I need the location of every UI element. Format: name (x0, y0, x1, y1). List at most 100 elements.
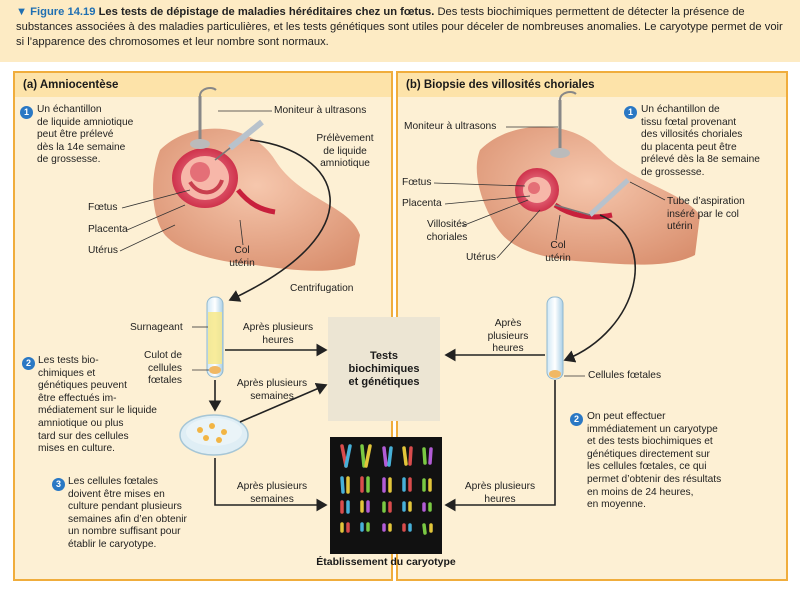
panel-b-title: (b) Biopsie des villosités choriales (398, 73, 786, 97)
panel-b-apres-line3: heures (492, 343, 524, 355)
panel-a-step2-line: Les tests bio- (38, 355, 99, 366)
panel-a-col-label: Col utérin (222, 245, 262, 270)
panel-a-step2-badge: 2 (22, 357, 35, 370)
panel-a-prelevement-line1: Prélèvement (316, 133, 374, 144)
panel-a-step2-line: être effectués im- (38, 392, 117, 404)
panel-a-step2-line: mises en culture. (38, 443, 116, 455)
chromosome-spread (340, 444, 433, 535)
panel-b-step2-line: et des tests biochimiques et (587, 436, 713, 448)
panel-a-step1-line3: peut être prélevé (37, 129, 114, 141)
panel-b-col-line1: Col (550, 240, 566, 251)
panel-a-step3-line: Les cellules fœtales (68, 476, 159, 487)
panel-a-step3-line: établir le caryotype. (68, 538, 157, 550)
panel-a-culot-line2: cellules (148, 362, 182, 374)
panel-a-apres-heures-line2: heures (262, 334, 294, 346)
panel-b-step1-badge: 1 (624, 106, 637, 119)
syringe-a (214, 119, 264, 161)
panel-b-tube-line3: utérin (667, 221, 693, 233)
panel-a-col-line1: Col (234, 245, 250, 256)
panel-b-cellules-label: Cellules fœtales (588, 370, 662, 381)
panel-b-apres-label: Après plusieurs heures (478, 318, 538, 356)
test-tube-a (206, 296, 224, 378)
panel-a-prelevement-line2: de liquide (323, 145, 367, 157)
panel-a-apres-semaines: Après plusieurs semaines (232, 378, 312, 403)
panel-b-step2-line: en moins de 24 heures, (587, 486, 694, 498)
panel-a-step2-line: génétiques peuvent (38, 380, 127, 392)
panel-b-step1-line: tissu fœtal provenant (641, 116, 737, 128)
panel-b-col-line2: utérin (545, 252, 571, 264)
panel-a-step2-line: tard sur des cellules (38, 430, 129, 442)
panel-a-apres-heures-line1: Après plusieurs (242, 322, 314, 333)
panel-b-step2-line: On peut effectuer (587, 411, 666, 422)
tests-label-l3: et génétiques (348, 375, 420, 388)
panel-a-step1-line4: dès la 14e semaine (37, 141, 126, 153)
panel-b-step2-line: immédiatement un caryotype (587, 423, 718, 435)
panel-a-step3-line: doivent être mises en (68, 488, 165, 500)
panel-a-uterus-label: Utérus (88, 245, 119, 256)
panel-b-step1-line: Un échantillon de (641, 104, 720, 115)
panel-a-leaders (119, 110, 272, 371)
panel-a-step3-line: culture pendant plusieurs (68, 501, 182, 513)
panel-b-step1-line: des villosités choriales (641, 129, 743, 141)
panel-a-apres-heures: Après plusieurs heures (238, 322, 318, 347)
panel-b-step1-text: Un échantillon de tissu fœtal provenant … (641, 104, 781, 180)
panel-a-moniteur-label: Moniteur à ultrasons (274, 105, 367, 116)
panel-a-col-line2: utérin (229, 257, 255, 269)
panel-a-step3-text: Les cellules fœtales doivent être mises … (68, 476, 218, 552)
panel-a-step2-text: Les tests bio- chimiques et génétiques p… (38, 355, 168, 456)
panel-a-step3-line: semaines afin d’en obtenir (68, 513, 187, 525)
figure-body: Des tests biochimiques permettent de dét… (16, 6, 783, 48)
panel-a-step3-badge: 3 (52, 478, 65, 491)
panel-a-step2-line: médiatement sur le liquide (38, 405, 157, 417)
amnio-body-illustration (153, 87, 360, 271)
panel-a-prelevement-label: Prélèvement de liquide amniotique (305, 133, 385, 171)
petri-dish (179, 414, 249, 456)
panel-a-step3-line: un nombre suffisant pour (68, 526, 181, 538)
panel-b-tube-line1: Tube d’aspiration (667, 196, 745, 207)
tests-label-l1: Tests (370, 349, 398, 362)
panel-b-apres-line1: Après (494, 318, 522, 329)
panel-a-placenta-label: Placenta (88, 224, 128, 235)
panel-a-apres-semaines2-line1: Après plusieurs (236, 481, 308, 492)
panel-b-step1-line: de grossesse. (641, 166, 705, 178)
tests-label-l2: biochimiques (348, 362, 420, 375)
figure-label: ▼ Figure 14.19 (16, 6, 96, 18)
panel-b-villosites-line2: choriales (426, 231, 468, 243)
panel-a-centrifugation-label: Centrifugation (290, 283, 354, 294)
panel-b-step2-badge: 2 (570, 413, 583, 426)
panel-a-culot-line1: Culot de (144, 350, 182, 361)
panel-a-step1-line2: de liquide amniotique (37, 116, 134, 128)
panel-b-step2-line: en moyenne. (587, 499, 646, 511)
panel-a-step1-text: Un échantillon de liquide amniotique peu… (37, 104, 133, 167)
tests-box: Tests biochimiques et génétiques (328, 317, 440, 421)
panel-b-apres-line2: plusieurs (487, 330, 529, 342)
panel-a-step2-line: amniotique ou plus (38, 417, 124, 429)
panel-a-surnageant-label: Surnageant (130, 322, 183, 333)
panel-a-apres-semaines-line2: semaines (250, 390, 294, 402)
panel-a-step1-badge: 1 (20, 106, 33, 119)
panel-b-step1-line: prélevé dès la 8e semaine (641, 154, 760, 166)
panel-a-title: (a) Amniocentèse (15, 73, 391, 97)
panel-a-culot-line3: fœtales (148, 375, 182, 387)
panel-b-foetus-label: Fœtus (402, 177, 432, 188)
panel-a-apres-semaines-2: Après plusieurs semaines (232, 481, 312, 506)
figure-caption: ▼ Figure 14.19 Les tests de dépistage de… (0, 0, 800, 62)
panel-b-uterus-label: Utérus (466, 252, 497, 263)
karyotype-caption: Établissement du caryotype (316, 556, 456, 568)
panel-b-step2-line: les cellules fœtales, ce qui (587, 461, 707, 473)
panel-a-apres-semaines-line1: Après plusieurs (236, 378, 308, 389)
panel-a-foetus-label: Fœtus (88, 202, 118, 213)
panel-a-prelevement-line3: amniotique (320, 158, 370, 170)
panel-b-apres2-line2: heures (484, 493, 516, 505)
catheter-b (554, 178, 630, 217)
panel-b-apres2-line1: Après plusieurs (464, 481, 536, 492)
panel-b-step2-line: permet d’obtenir des résultats (587, 473, 722, 485)
panel-b-step2-text: On peut effectuer immédiatement un caryo… (587, 411, 757, 512)
panel-b-apres2-label: Après plusieurs heures (458, 481, 542, 506)
panel-b-placenta-label: Placenta (402, 198, 442, 209)
panel-b-moniteur-label: Moniteur à ultrasons (404, 121, 497, 132)
panel-b-leaders (433, 126, 666, 377)
panel-b-tube-line2: inséré par le col (667, 208, 739, 220)
panel-a-culot-label: Culot de cellules fœtales (130, 350, 182, 388)
